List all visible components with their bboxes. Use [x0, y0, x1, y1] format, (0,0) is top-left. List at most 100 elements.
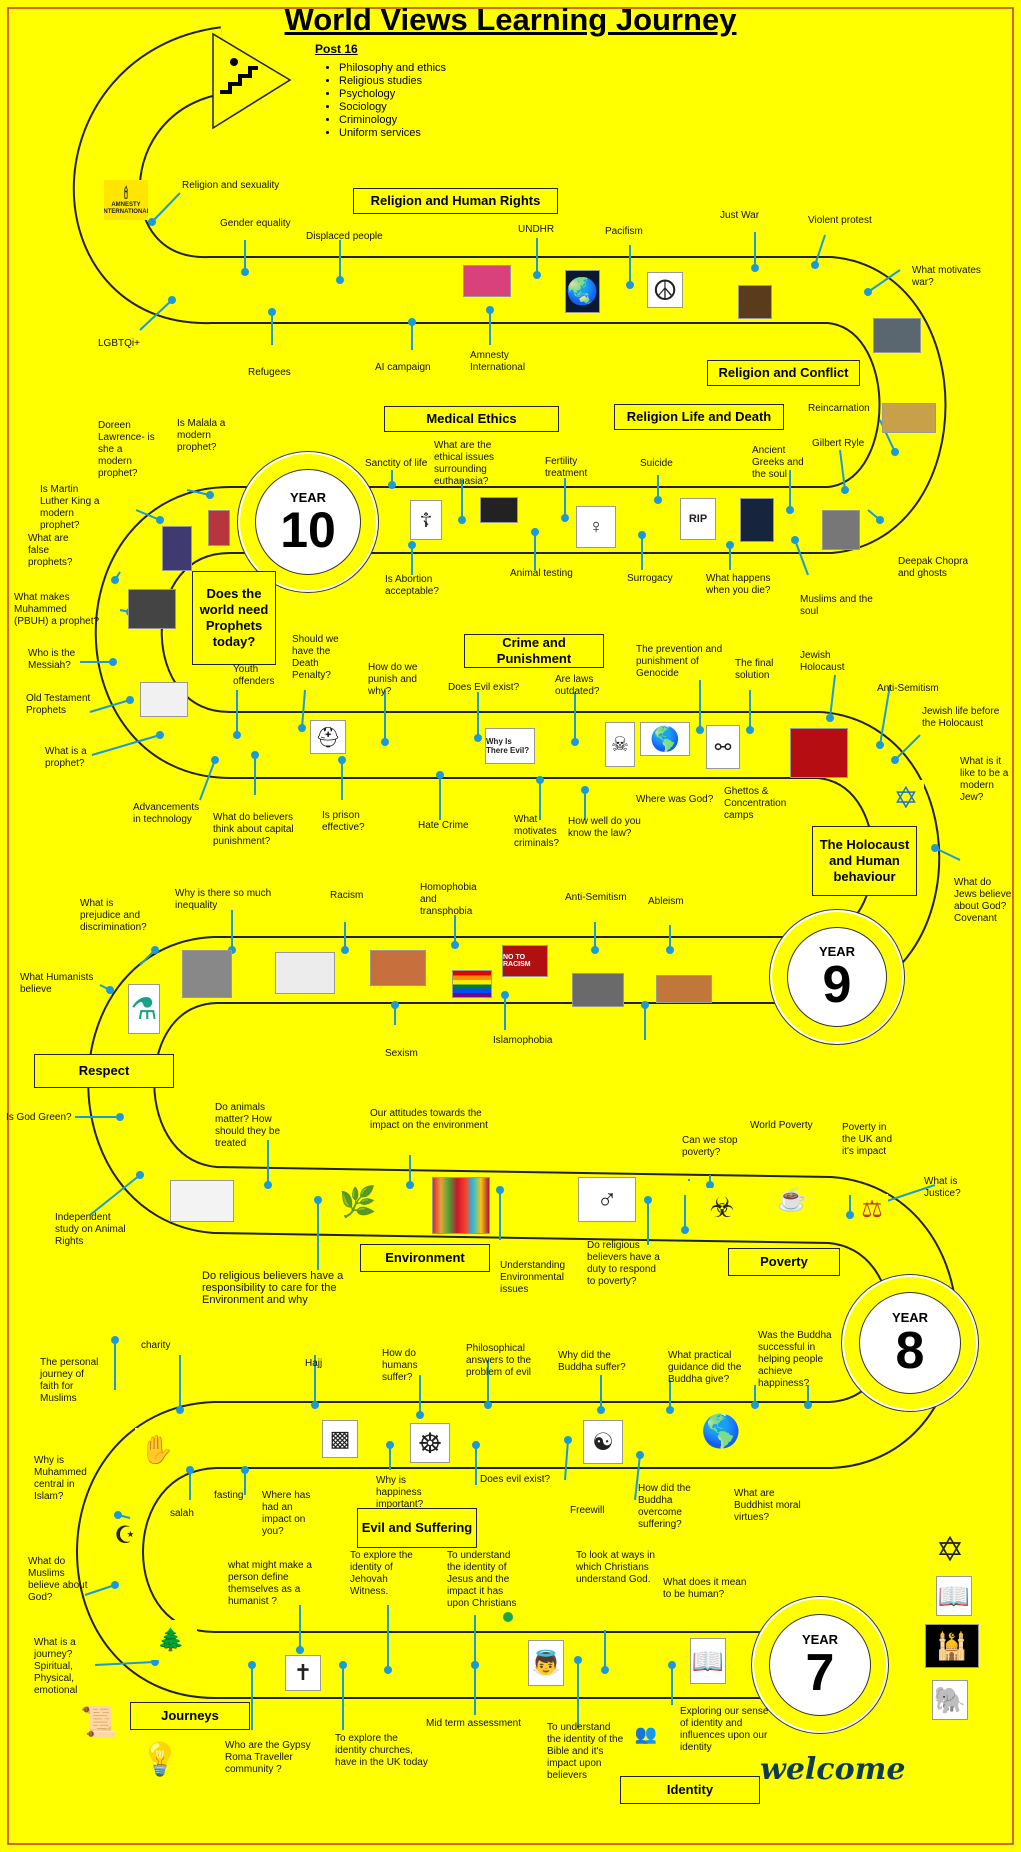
label: Freewill	[570, 1505, 605, 1516]
euthanasia-image	[480, 497, 518, 523]
label: Does evil exist?	[480, 1474, 551, 1485]
human-rights-day-image	[463, 265, 511, 297]
label: Do animals matter? How should they be tr…	[215, 1102, 281, 1149]
section-holocaust: The Holocaust and Human behaviour	[812, 826, 917, 896]
label: Youth offenders	[233, 664, 275, 687]
section-evil-suffering: Evil and Suffering	[357, 1508, 477, 1548]
racism-image	[275, 952, 335, 994]
gilbert-ryle-image	[822, 510, 860, 550]
inequality-image	[182, 950, 232, 998]
year-7-badge: YEAR 7	[752, 1597, 888, 1733]
section-life-death: Religion Life and Death	[614, 404, 784, 430]
label: What is a prophet?	[45, 746, 87, 769]
label: Our attitudes towards the impact on the …	[370, 1108, 488, 1131]
label: Is prison effective?	[322, 810, 365, 833]
label: What is Justice?	[924, 1176, 961, 1199]
post16-item: Sociology	[339, 101, 446, 114]
label: What do believers think about capital pu…	[213, 812, 294, 847]
label: fasting	[214, 1490, 244, 1501]
label: Where was God?	[636, 794, 714, 805]
label: Reincarnation	[808, 403, 870, 414]
peace-icon: ☮	[647, 272, 683, 308]
page-title: World Views Learning Journey	[284, 2, 737, 37]
label: What motivates criminals?	[514, 814, 560, 849]
label: Anti-Semitism	[565, 892, 627, 903]
post16-list: Philosophy and ethics Religious studies …	[315, 62, 446, 140]
label: What makes Muhammed (PBUH) a prophet?	[14, 592, 100, 627]
section-journeys: Journeys	[130, 1702, 250, 1730]
label: Pacifism	[605, 226, 643, 237]
label: Was the Buddha successful in helping peo…	[758, 1330, 832, 1389]
prison-icon: ⛑	[310, 720, 346, 754]
label: what might make a person define themselv…	[228, 1560, 312, 1607]
section-medical-ethics: Medical Ethics	[384, 406, 559, 432]
label: Why is happiness important?	[376, 1475, 424, 1510]
label: AI campaign	[375, 362, 431, 373]
why-evil-text: Why Is There Evil?	[486, 737, 530, 755]
ganesh-side-icon: 🐘	[932, 1680, 968, 1720]
label: What Humanists believe	[20, 972, 94, 995]
ableism-image	[656, 975, 712, 1003]
earth-image: 🌏	[565, 270, 600, 313]
label: What practical guidance did the Buddha g…	[668, 1350, 742, 1385]
mlk-image	[128, 589, 176, 629]
ghost-drawing: ⚯	[706, 725, 740, 769]
label: Who is the Messiah?	[28, 648, 76, 671]
no-racism-image: NO TO RACISM	[502, 945, 548, 977]
section-crime: Crime and Punishment	[464, 634, 604, 668]
label: Old Testament Prophets	[26, 693, 91, 716]
label: Homophobia and transphobia	[420, 882, 477, 917]
year-label: YEAR	[891, 1309, 929, 1325]
label: How do humans suffer?	[382, 1348, 418, 1383]
label: Is Abortion acceptable?	[385, 574, 439, 597]
section-prophets: Does the world need Prophets today?	[192, 571, 276, 665]
label: Doreen Lawrence- is she a modern prophet…	[98, 420, 155, 479]
label: Can we stop poverty?	[682, 1135, 738, 1158]
label: To look at ways in which Christians unde…	[576, 1550, 655, 1585]
bible-side-icon: 📖	[936, 1576, 972, 1616]
star-of-david-side-icon: ✡	[930, 1530, 970, 1570]
label: Islamophobia	[493, 1035, 553, 1046]
label: The final solution	[735, 658, 774, 681]
label: Animal testing	[510, 568, 573, 579]
amnesty-logo-text: AMNESTY INTERNATIONAL	[104, 201, 148, 215]
label: Gilbert Ryle	[812, 438, 865, 449]
post16-item: Uniform services	[339, 127, 446, 140]
label: What do Muslims believe about God?	[28, 1556, 88, 1603]
label: Do religious believers have a duty to re…	[587, 1240, 660, 1287]
malala-image	[208, 510, 230, 546]
label: Amnesty International	[470, 350, 526, 373]
label: The personal journey of faith for Muslim…	[40, 1357, 99, 1404]
star-of-david-icon: ✡	[888, 780, 924, 816]
hands-image	[370, 950, 426, 986]
kaaba-icon: ▩	[322, 1420, 358, 1458]
section-conflict: Religion and Conflict	[707, 360, 860, 386]
dharma-wheel-icon: ☸	[410, 1423, 450, 1463]
label: To explore the identity churches, have i…	[335, 1733, 428, 1768]
soul-image	[740, 498, 774, 542]
label: Is Martin Luther King a modern prophet?	[40, 484, 100, 531]
label: Are laws outdated?	[555, 674, 600, 697]
post16-item: Religious studies	[339, 75, 446, 88]
label: UNDHR	[518, 224, 555, 235]
label: Religion and sexuality	[182, 180, 280, 191]
label: Violent protest	[808, 215, 872, 226]
label: Hate Crime	[418, 820, 469, 831]
label: Surrogacy	[627, 573, 673, 584]
section-respect: Respect	[34, 1054, 174, 1088]
bible-icon: 📖	[690, 1638, 726, 1684]
label: Fertility treatment	[545, 456, 588, 479]
label: What do Jews believe about God? Covenant	[954, 877, 1012, 924]
protest-image	[572, 973, 624, 1007]
label: Anti-Semitism	[877, 683, 939, 694]
post16-heading: Post 16	[315, 42, 358, 56]
year-label: YEAR	[289, 489, 327, 505]
label: LGBTQi+	[98, 338, 140, 349]
reincarnation-image	[882, 403, 936, 433]
no-racism-text: NO TO RACISM	[503, 954, 531, 968]
animal-rights-drawing	[170, 1180, 234, 1222]
label: To understand the identity of Jesus and …	[447, 1550, 517, 1609]
year-number: 9	[822, 955, 852, 1014]
year-label: YEAR	[818, 943, 856, 959]
angel-drawing: 👼	[528, 1640, 564, 1686]
